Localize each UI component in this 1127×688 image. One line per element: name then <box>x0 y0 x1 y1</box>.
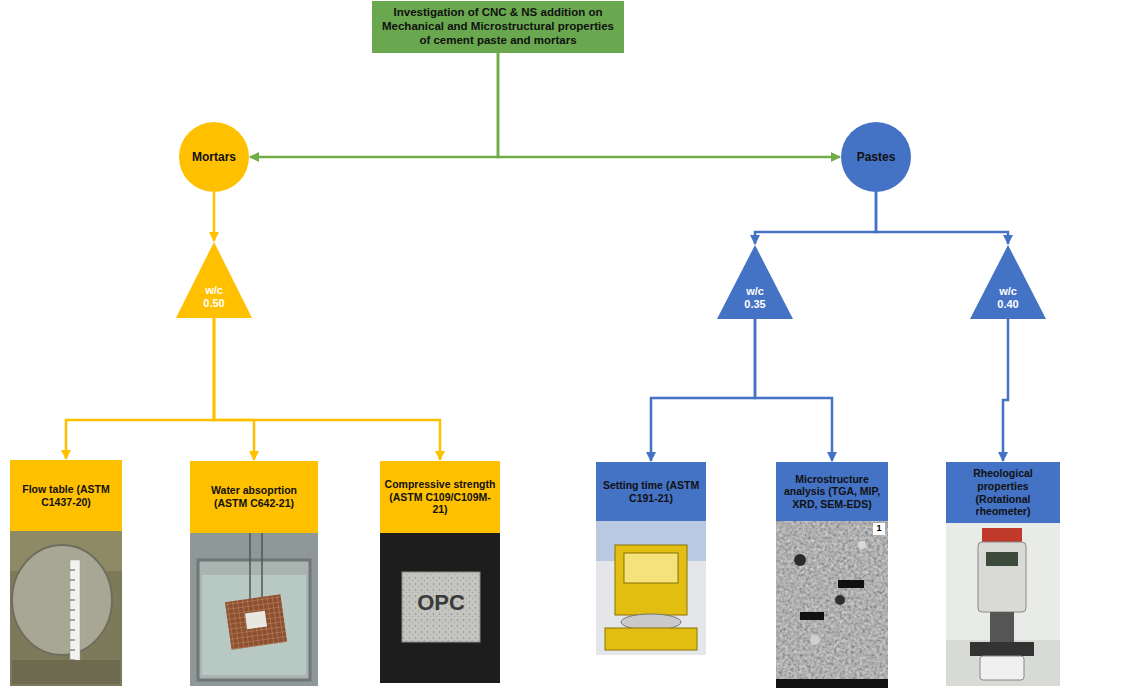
cube-photo <box>380 533 500 683</box>
test-box: Setting time (ASTM C191-21) <box>596 462 706 521</box>
connector-arrow <box>498 53 840 157</box>
connector-arrow <box>66 318 214 459</box>
node-text: Rheological properties (Rotational rheom… <box>950 467 1056 517</box>
node-text: w/c 0.50 <box>194 284 234 310</box>
water-tank-photo <box>190 533 318 686</box>
cube-marking: OPC <box>402 590 480 616</box>
connector-arrow <box>214 318 254 460</box>
node-text: Pastes <box>857 150 896 164</box>
connector-arrow <box>213 192 216 241</box>
sem-image <box>776 521 888 688</box>
node-text: Setting time (ASTM C191-21) <box>600 479 702 504</box>
connector-arrow <box>250 53 498 157</box>
flow-table-photo <box>10 531 122 686</box>
connector-arrow <box>755 192 876 244</box>
node-text: w/c 0.40 <box>988 285 1028 311</box>
test-box: Compressive strength (ASTM C109/C109M-21… <box>380 461 500 533</box>
node-text: Water absoprtion (ASTM C642-21) <box>195 484 313 509</box>
test-box: Rheological properties (Rotational rheom… <box>946 462 1060 523</box>
connector-arrow <box>214 318 440 460</box>
test-box: Water absoprtion (ASTM C642-21) <box>190 461 318 533</box>
group-circle: Mortars <box>179 122 249 192</box>
node-text: Microstructure analysis (TGA, MIP, XRD, … <box>780 473 884 511</box>
connector-arrow <box>755 319 832 461</box>
vicat-apparatus-photo <box>596 521 706 655</box>
connector-arrow <box>1003 319 1008 461</box>
test-box: Microstructure analysis (TGA, MIP, XRD, … <box>776 462 888 521</box>
ratio-triangle: w/c 0.35 <box>717 245 793 319</box>
node-text: Mortars <box>192 150 236 164</box>
image-number: 1 <box>873 523 885 534</box>
node-text: Investigation of CNC & NS addition on Me… <box>380 6 616 47</box>
test-box: Flow table (ASTM C1437-20) <box>10 460 122 531</box>
connector-arrow <box>876 192 1008 244</box>
node-text: w/c 0.35 <box>735 285 775 311</box>
rheometer-photo <box>946 521 1060 686</box>
group-circle: Pastes <box>841 122 911 192</box>
title-box: Investigation of CNC & NS addition on Me… <box>372 1 624 53</box>
connector-arrow <box>651 319 755 461</box>
node-text: Flow table (ASTM C1437-20) <box>14 483 118 508</box>
ratio-triangle: w/c 0.50 <box>176 242 252 318</box>
ratio-triangle: w/c 0.40 <box>970 245 1046 319</box>
node-text: Compressive strength (ASTM C109/C109M-21… <box>384 478 496 516</box>
